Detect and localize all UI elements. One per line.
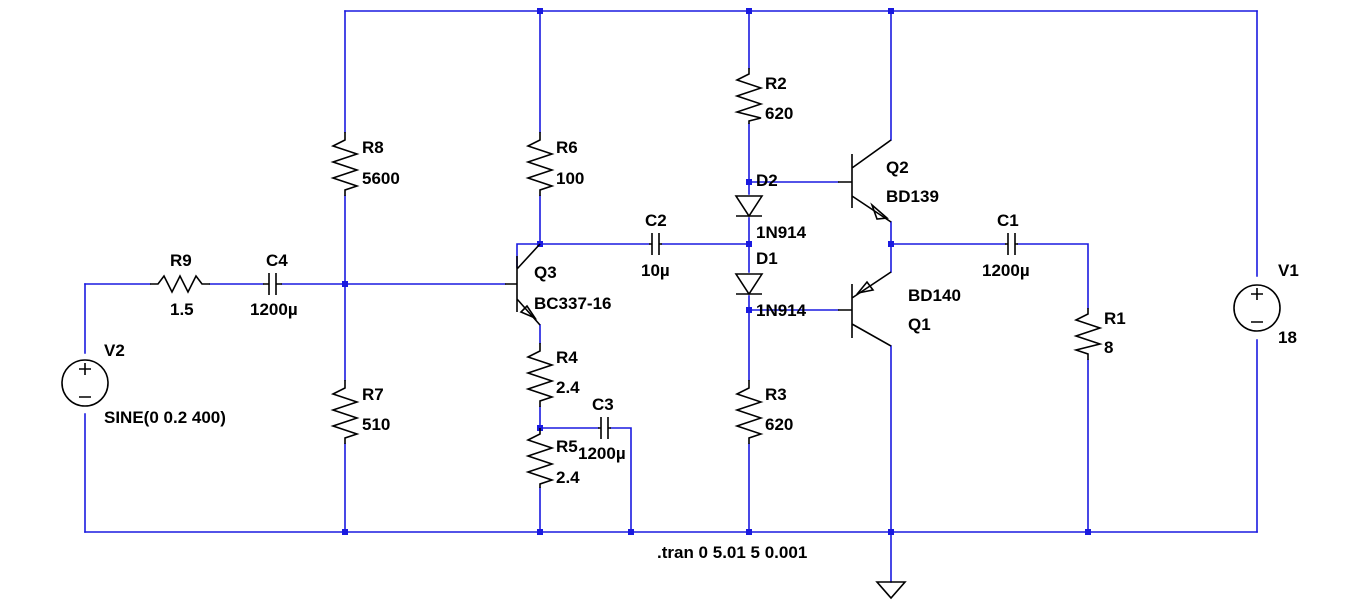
simulation-directive[interactable]: .tran 0 5.01 5 0.001 — [657, 543, 807, 562]
label-r6-name: R6 — [556, 138, 578, 157]
ground-icon — [875, 581, 907, 600]
voltage-source-v1[interactable] — [1233, 284, 1281, 332]
label-d1-value: 1N914 — [756, 301, 807, 320]
resistor-r3[interactable] — [734, 380, 764, 444]
resistor-r9[interactable] — [150, 274, 210, 294]
resistor-r8[interactable] — [330, 132, 360, 196]
label-c1-name: C1 — [997, 211, 1019, 230]
label-r8-name: R8 — [362, 138, 384, 157]
label-c4-name: C4 — [266, 251, 288, 270]
label-q1-value: BD140 — [908, 286, 961, 305]
label-c3-name: C3 — [592, 395, 614, 414]
label-r4-name: R4 — [556, 348, 578, 367]
label-r8-value: 5600 — [362, 169, 400, 188]
label-v2-value: SINE(0 0.2 400) — [104, 408, 226, 427]
diode-d1[interactable] — [734, 273, 764, 296]
label-c1-value: 1200µ — [982, 261, 1030, 280]
capacitor-c2[interactable] — [649, 233, 662, 255]
label-r4-value: 2.4 — [556, 378, 580, 397]
label-q2-name: Q2 — [886, 158, 909, 177]
resistor-r2[interactable] — [734, 68, 764, 124]
label-d2-value: 1N914 — [756, 223, 807, 242]
capacitor-c1[interactable] — [1005, 233, 1018, 255]
voltage-source-v2[interactable] — [61, 359, 109, 407]
component-labels: R9 1.5 C4 1200µ R8 5600 R7 510 R6 100 Q3… — [104, 74, 1299, 487]
resistor-r7[interactable] — [330, 380, 360, 444]
junctions — [342, 8, 1091, 535]
label-q1-name: Q1 — [908, 315, 931, 334]
label-q3-value: BC337-16 — [534, 294, 612, 313]
resistor-r5[interactable] — [525, 428, 555, 488]
diode-d2[interactable] — [734, 195, 764, 218]
label-q3-name: Q3 — [534, 263, 557, 282]
label-v1-value: 18 — [1278, 328, 1297, 347]
label-c3-value: 1200µ — [578, 444, 626, 463]
label-r2-value: 620 — [765, 104, 793, 123]
label-r1-name: R1 — [1104, 309, 1126, 328]
label-r6-value: 100 — [556, 169, 584, 188]
label-d2-name: D2 — [756, 171, 778, 190]
label-r3-value: 620 — [765, 415, 793, 434]
label-v1-name: V1 — [1278, 261, 1299, 280]
label-r3-name: R3 — [765, 385, 787, 404]
label-r7-value: 510 — [362, 415, 390, 434]
capacitor-c3[interactable] — [598, 417, 611, 439]
transistor-q3[interactable] — [505, 243, 541, 326]
label-c2-value: 10µ — [641, 261, 670, 280]
transistor-q2[interactable] — [838, 139, 892, 223]
resistor-r6[interactable] — [525, 132, 555, 196]
label-d1-name: D1 — [756, 249, 778, 268]
label-c4-value: 1200µ — [250, 300, 298, 319]
label-r5-value: 2.4 — [556, 468, 580, 487]
wires — [84, 10, 1258, 583]
label-r9-name: R9 — [170, 251, 192, 270]
capacitor-c4[interactable] — [263, 273, 282, 295]
label-r1-value: 8 — [1104, 338, 1113, 357]
label-c2-name: C2 — [645, 211, 667, 230]
label-r9-value: 1.5 — [170, 300, 194, 319]
label-r2-name: R2 — [765, 74, 787, 93]
label-q2-value: BD139 — [886, 187, 939, 206]
resistor-r1[interactable] — [1073, 308, 1103, 360]
label-r7-name: R7 — [362, 385, 384, 404]
transistor-q1[interactable] — [838, 271, 892, 347]
label-v2-name: V2 — [104, 341, 125, 360]
resistor-r4[interactable] — [525, 343, 555, 407]
label-r5-name: R5 — [556, 437, 578, 456]
